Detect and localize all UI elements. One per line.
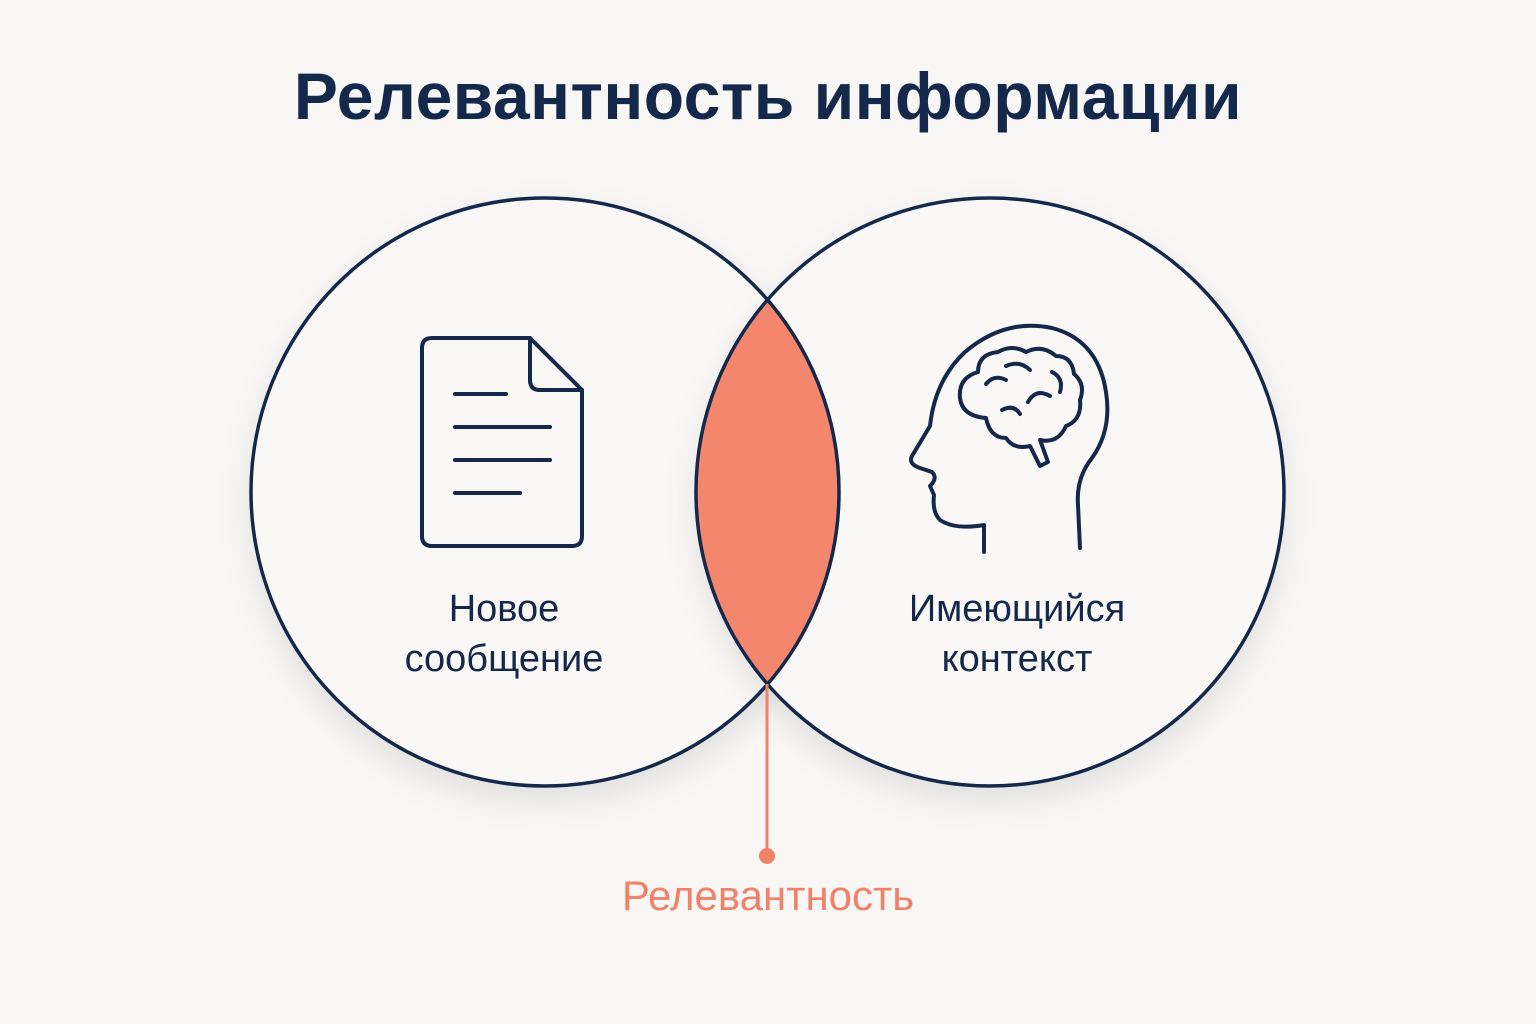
right-circle-fill bbox=[696, 198, 1284, 786]
left-label-line1: Новое bbox=[448, 588, 560, 630]
right-circle-label: Имеющийся контекст bbox=[862, 584, 1172, 684]
right-label-line1: Имеющийся bbox=[908, 588, 1126, 630]
document-icon bbox=[420, 336, 584, 548]
right-label-line2: контекст bbox=[941, 638, 1093, 680]
left-circle-label: Новое сообщение bbox=[354, 584, 654, 684]
left-circle-fill bbox=[251, 198, 839, 786]
relevance-label: Релевантность bbox=[621, 872, 915, 919]
head-brain-icon bbox=[909, 323, 1110, 554]
right-circle bbox=[694, 196, 1286, 788]
diagram-title: Релевантность информации bbox=[293, 59, 1243, 133]
left-label-line2: сообщение bbox=[404, 638, 604, 680]
left-circle bbox=[249, 196, 841, 788]
relevance-connector-dot bbox=[759, 848, 775, 864]
